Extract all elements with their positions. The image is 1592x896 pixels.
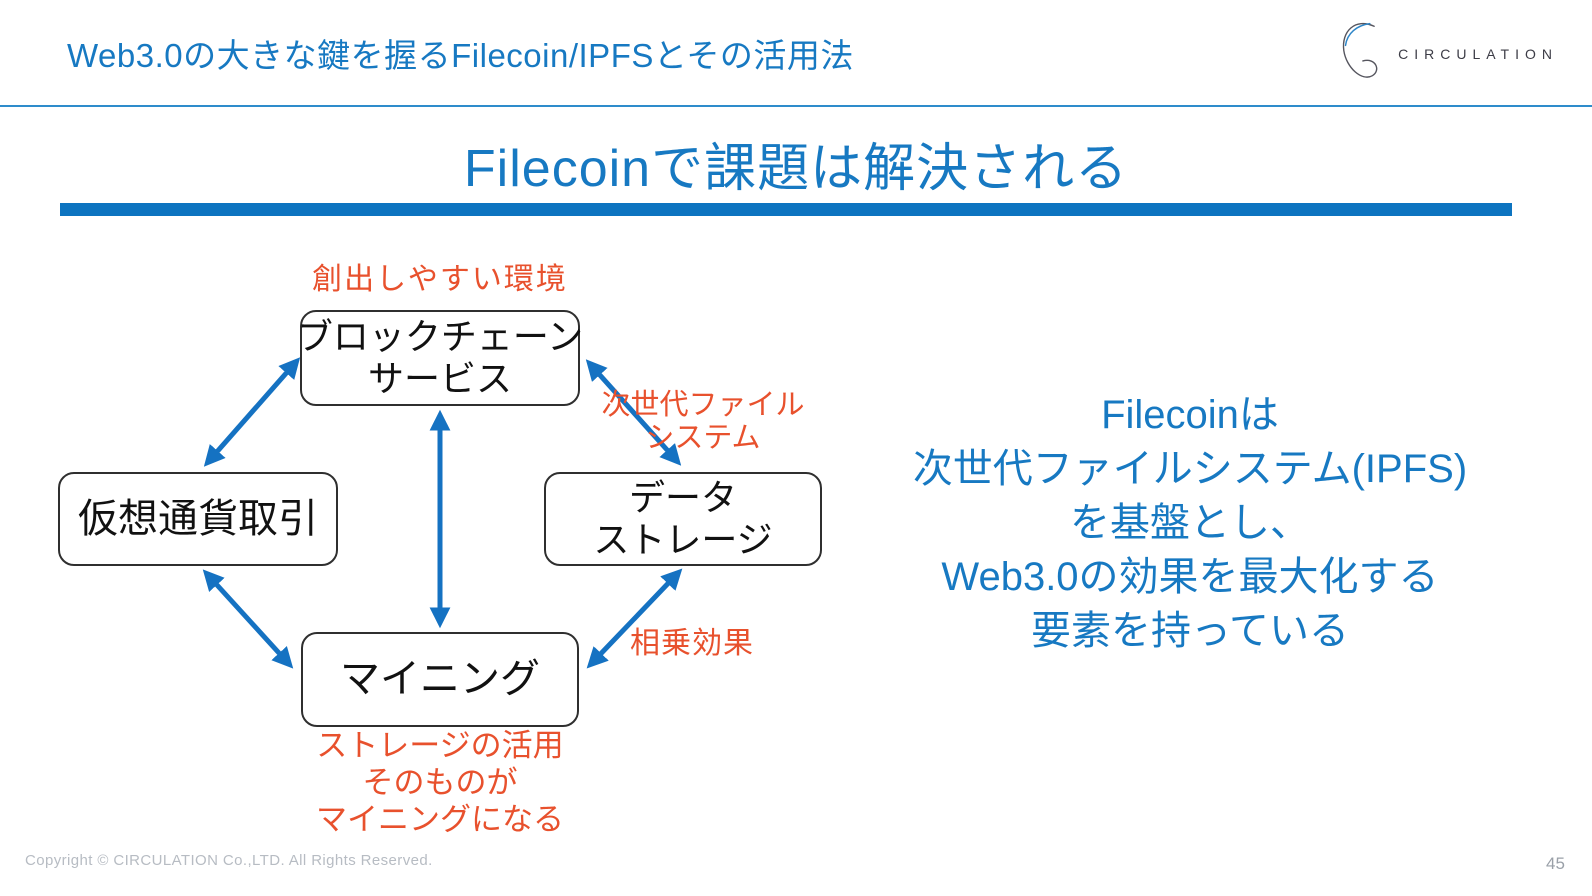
title-underline-bar [60, 203, 1512, 216]
annotation-storage-mining-line2: そのものが [362, 764, 518, 800]
node-blockchain-service: ブロックチェーン サービス [296, 310, 584, 406]
node-blockchain-service-line1: ブロックチェーン [296, 315, 584, 357]
slide-main-title: Filecoinで課題は解決される [463, 140, 1129, 198]
circulation-logo-text: CIRCULATION [1398, 46, 1558, 62]
key-message: Filecoinは 次世代ファイルシステム(IPFS) を基盤とし、 Web3.… [890, 388, 1490, 658]
node-data-storage-line2: ストレージ [593, 519, 773, 560]
annotation-next-gen-filesystem-line1: 次世代ファイル [601, 389, 805, 421]
node-data-storage: データ ストレージ [544, 472, 822, 566]
annotation-next-gen-filesystem-line2: システム [645, 422, 761, 455]
key-message-line4: Web3.0の効果を最大化する [941, 555, 1439, 599]
annotation-storage-mining-line3: マイニングになる [316, 801, 564, 837]
node-crypto-trading-label: 仮想通貨取引 [78, 496, 318, 541]
annotation-synergy: 相乗効果 [630, 627, 754, 660]
node-crypto-trading: 仮想通貨取引 [58, 472, 338, 566]
page-number: 45 [1546, 854, 1565, 873]
key-message-line5: 要素を持っている [1031, 609, 1349, 653]
header-title: Web3.0の大きな鍵を握るFilecoin/IPFSとその活用法 [67, 36, 854, 74]
node-data-storage-line1: データ [628, 476, 737, 518]
circulation-logo-icon [1343, 22, 1378, 78]
node-blockchain-service-line2: サービス [367, 358, 512, 399]
header: Web3.0の大きな鍵を握るFilecoin/IPFSとその活用法 CIRCUL… [0, 0, 1592, 107]
arrow-blockchain-crypto [203, 357, 301, 467]
annotation-easy-environment: 創出しやすい環境 [312, 263, 568, 296]
key-message-line2: 次世代ファイルシステム(IPFS) [912, 447, 1468, 491]
key-message-line3: を基盤とし、 [1070, 501, 1310, 545]
node-mining-label: マイニング [340, 657, 540, 702]
copyright-text: Copyright © CIRCULATION Co.,LTD. All Rig… [25, 852, 433, 869]
circulation-logo: CIRCULATION [1336, 14, 1558, 94]
annotation-next-gen-filesystem: 次世代ファイル システム [593, 389, 813, 456]
node-mining: マイニング [301, 632, 579, 727]
annotation-storage-mining-line1: ストレージの活用 [316, 728, 564, 763]
annotation-storage-mining: ストレージの活用 そのものが マイニングになる [240, 728, 640, 839]
arrow-crypto-mining [202, 569, 294, 669]
key-message-line1: Filecoinは [1101, 393, 1279, 437]
